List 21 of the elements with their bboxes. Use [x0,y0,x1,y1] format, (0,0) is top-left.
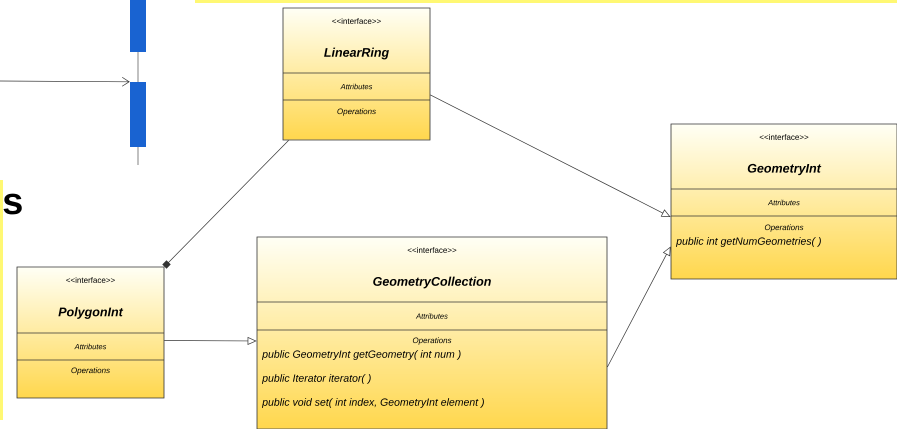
class-name: GeometryInt [748,164,822,176]
operation-text: public void set( int index, GeometryInt element ) [262,398,484,408]
class-name: GeometryCollection [373,276,491,288]
operation-text: public GeometryInt getGeometry( int num ) [262,350,461,360]
class-name: PolygonInt [58,307,124,319]
arrow [162,140,289,269]
candle-bar [130,82,146,147]
arrow [0,76,130,87]
arrow [607,246,671,368]
compartment-label: Operations [764,224,804,232]
compartment-label: Operations [337,108,376,116]
heading-fragment: s [4,194,22,214]
stereotype-label: <<interface>> [66,277,115,283]
stereotype-label: <<interface>> [332,18,381,24]
stereotype-label: <<interface>> [760,134,808,140]
class-name: LinearRing [324,48,389,60]
stereotype-label: <<interface>> [408,247,456,253]
compartment-label: Operations [71,367,110,375]
operation-text: public Iterator iterator( ) [262,374,371,384]
compartment-label: Operations [412,337,452,345]
operation-text: public int getNumGeometries( ) [676,237,821,247]
